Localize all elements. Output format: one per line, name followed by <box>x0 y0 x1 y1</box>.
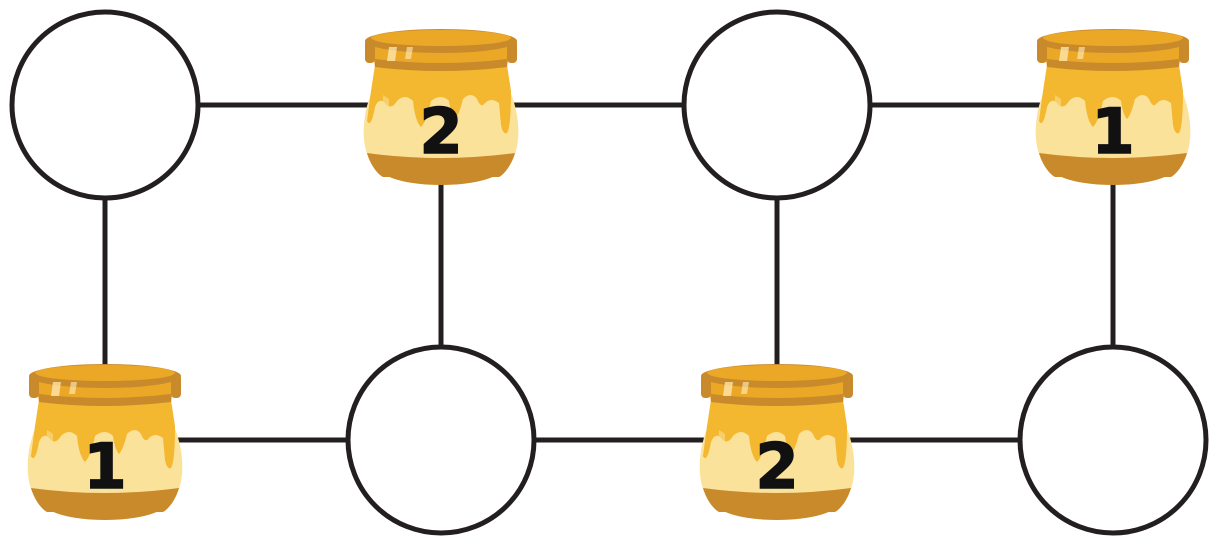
circle-outline <box>1017 344 1209 536</box>
circle-outline <box>681 9 873 201</box>
empty-circle-r2c4[interactable] <box>1017 344 1209 536</box>
honey-pot-r1c2: 2 <box>363 29 519 185</box>
honey-pot-r2c1: 1 <box>27 364 183 520</box>
empty-circle-r2c2[interactable] <box>345 344 537 536</box>
pot-number: 1 <box>83 430 126 503</box>
circle-outline <box>345 344 537 536</box>
puzzle-cells: 2 1 1 2 <box>9 9 1209 536</box>
connection-lines <box>102 102 1116 443</box>
pot-number: 2 <box>755 430 798 503</box>
pot-number: 1 <box>1091 95 1134 168</box>
pot-number: 2 <box>419 95 462 168</box>
empty-circle-r1c3[interactable] <box>681 9 873 201</box>
honey-pot-r2c3: 2 <box>699 364 855 520</box>
honey-pot-r1c4: 1 <box>1035 29 1191 185</box>
circle-outline <box>9 9 201 201</box>
empty-circle-r1c1[interactable] <box>9 9 201 201</box>
